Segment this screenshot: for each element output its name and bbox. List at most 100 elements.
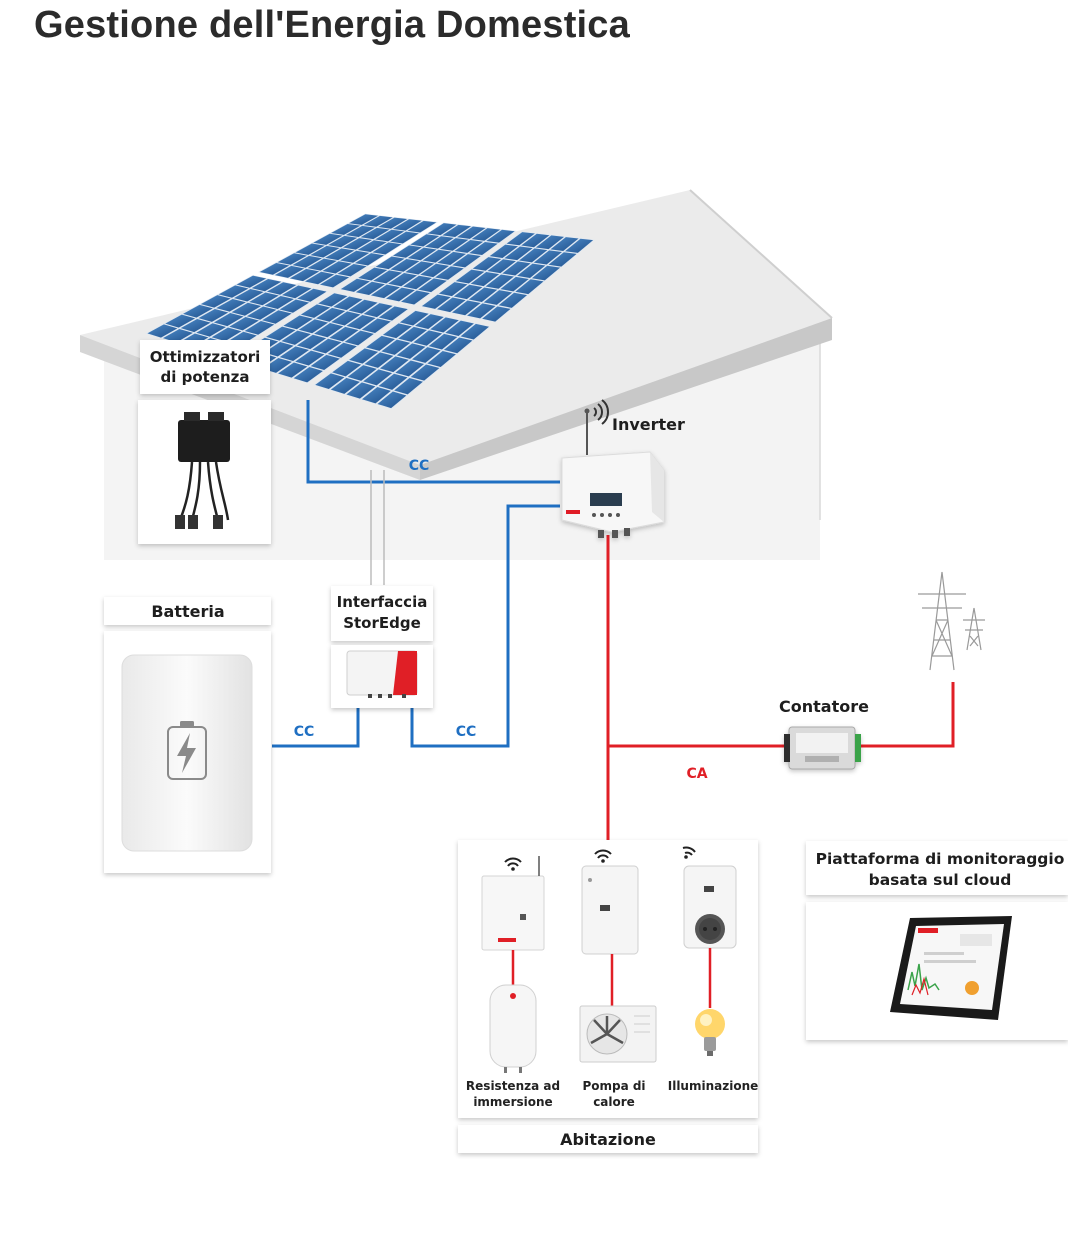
solar-cell: [550, 237, 579, 251]
solar-cell: [328, 235, 358, 248]
optimizers-label-line1: Ottimizzatori: [150, 348, 261, 366]
solar-cell: [372, 242, 402, 255]
storedge-card: Interfaccia StorEdge: [331, 586, 433, 708]
solar-cell: [506, 232, 535, 246]
device-heat-pump: Pompa di calore: [579, 849, 657, 1109]
solar-cell: [165, 314, 196, 328]
solar-cell: [373, 270, 403, 284]
solar-cell: [468, 287, 498, 303]
solar-cell: [262, 310, 292, 324]
solar-cell: [370, 284, 400, 299]
storedge-label-line2: StorEdge: [343, 614, 421, 632]
solar-cell: [418, 278, 447, 293]
solar-cell: [330, 377, 360, 394]
storedge-interface-icon: [346, 650, 418, 698]
solar-cell: [515, 279, 544, 295]
cloud-label-box: [806, 841, 1068, 895]
solar-cell: [436, 297, 466, 313]
solar-cell: [425, 236, 454, 249]
device-immersion-heater: Resistenza ad immersione: [466, 856, 560, 1109]
solar-cell: [297, 288, 327, 302]
solar-cell: [349, 348, 379, 364]
solar-cell: [310, 245, 340, 258]
solar-cell: [467, 303, 496, 319]
solar-cell: [244, 321, 275, 335]
solar-cell: [378, 373, 408, 390]
solar-panels: [145, 213, 595, 409]
solar-cell: [403, 275, 432, 290]
solar-cell: [337, 263, 367, 277]
solar-cell: [218, 285, 249, 298]
solar-cell: [377, 391, 407, 409]
solar-cell: [331, 224, 361, 235]
solar-cell: [293, 367, 323, 383]
roof-eave-side: [420, 318, 832, 480]
solar-cell: [318, 293, 348, 307]
solar-cell: [470, 272, 500, 287]
solar-cell: [233, 288, 264, 302]
solar-cell: [401, 290, 430, 305]
solar-cell: [413, 330, 443, 346]
solar-cell: [379, 356, 409, 373]
solar-cell: [355, 281, 385, 295]
device-2-label-line2: calore: [593, 1095, 635, 1109]
solar-cell: [471, 228, 501, 241]
meter: Contatore: [779, 697, 869, 770]
solar-cell: [392, 245, 422, 258]
solar-cell: [483, 290, 513, 305]
solar-cell: [427, 350, 456, 367]
solar-cell: [295, 243, 325, 255]
solar-cell: [392, 219, 422, 231]
solar-cell: [274, 265, 305, 278]
solar-cell: [213, 312, 244, 327]
energy-meter-icon: [784, 726, 861, 770]
solar-cell: [388, 273, 418, 287]
solar-cell: [437, 251, 467, 266]
cloud-card: Piattaforma di monitoraggio basata sul c…: [806, 841, 1068, 1040]
dc-wire-battery-storedge: [272, 708, 360, 748]
solar-cell: [329, 326, 359, 342]
cloud-label-line2: basata sul cloud: [869, 871, 1012, 889]
home-card: Abitazione Resistenza ad immersione: [458, 840, 758, 1153]
solar-cell: [259, 262, 290, 275]
solar-cell: [289, 268, 320, 282]
home-label-box: [458, 1125, 758, 1153]
solar-cell: [345, 225, 375, 238]
solar-cell: [382, 323, 412, 339]
dc-label-battery: CC: [294, 724, 315, 740]
solar-cell: [249, 292, 279, 306]
solar-cell: [454, 240, 484, 253]
solar-cell: [279, 299, 310, 313]
solar-cell: [533, 250, 562, 265]
solar-cell: [395, 360, 425, 377]
roof-ridge: [689, 189, 833, 319]
solar-cell: [333, 296, 363, 311]
solar-cell: [281, 330, 311, 345]
solar-cell: [502, 261, 531, 276]
solar-cell: [312, 338, 342, 354]
solar-cell: [357, 240, 387, 253]
dc-wire-panels-inverter: [306, 400, 560, 484]
solar-cell: [485, 274, 514, 289]
solar-cell: [443, 337, 473, 354]
solar-cell: [482, 306, 511, 322]
power-optimizer-icon: [175, 412, 230, 529]
solar-cell: [196, 323, 226, 337]
inverter-label: Inverter: [612, 415, 685, 434]
solar-cell: [346, 314, 376, 330]
solar-cell: [385, 287, 415, 302]
solar-cell: [410, 234, 440, 247]
solar-cell: [292, 255, 322, 268]
solar-cell: [344, 330, 374, 346]
solar-cell: [548, 252, 577, 267]
solar-cell: [279, 346, 310, 362]
solar-cell: [531, 265, 561, 281]
wifi-ac-switch-icon: [581, 865, 639, 955]
solar-cell: [327, 342, 357, 358]
solar-cell: [180, 318, 211, 333]
solar-cell: [363, 215, 393, 227]
solar-cell: [498, 292, 528, 308]
solar-cell: [319, 274, 350, 288]
solar-cell: [535, 235, 565, 250]
